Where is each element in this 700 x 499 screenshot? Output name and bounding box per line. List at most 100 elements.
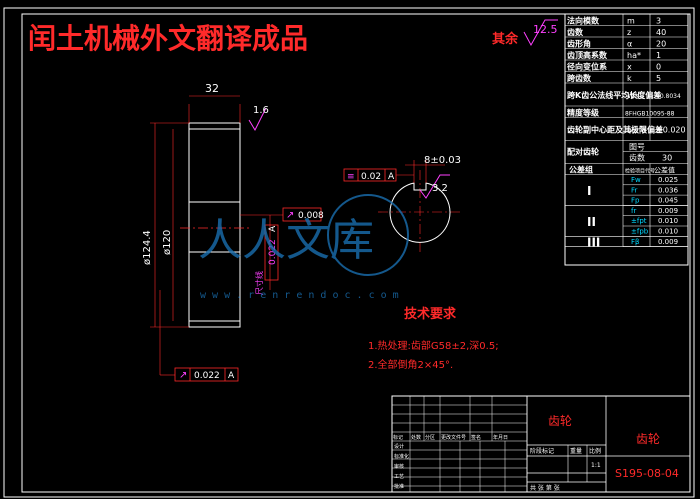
tb-header-cell: 标记 <box>393 434 403 441</box>
param-symbol: x <box>627 62 632 71</box>
tb-row-label: 标准化 <box>394 453 409 460</box>
rest-roughness-symbol: 12.5 <box>523 19 558 47</box>
drawing-number: S195-08-04 <box>615 467 679 480</box>
mating-teeth-value: 30 <box>662 154 672 163</box>
tb-row-label: 批准 <box>394 483 404 490</box>
param-table-border <box>564 13 689 266</box>
dim-width: 32 <box>205 82 219 95</box>
stage-cell-1: 阶段标记 <box>530 447 554 455</box>
side-datum: A <box>268 225 278 232</box>
tol-value: 0.025 <box>658 176 678 184</box>
param-value: 3 <box>656 16 661 25</box>
watermark-text: 人人文库 <box>198 215 374 266</box>
banner-title: 闰土机械外文翻译成品 <box>28 22 308 55</box>
param-name: 径向变位系 <box>567 61 607 71</box>
tb-header-cell: 年月日 <box>493 434 508 441</box>
tb-row-label: 设计 <box>394 443 404 450</box>
tol-symbol: Fw <box>631 176 641 184</box>
svg-text:↗: ↗ <box>179 370 187 381</box>
param-symbol: z <box>627 28 631 37</box>
runout-side: 0.022 <box>268 239 278 265</box>
tol-symbol: ±fpb <box>631 228 649 236</box>
part-name: 齿轮 <box>548 414 572 428</box>
param-value: 40.8034 <box>656 93 681 100</box>
mating-label: 配对齿轮 <box>567 147 599 157</box>
param-value: 40 <box>656 28 666 37</box>
key-depth-label: 尺寸线 <box>254 271 264 295</box>
param-symbol: a±fa <box>627 126 646 135</box>
inner-frame <box>21 13 691 493</box>
runout-bottom: 0.022 <box>194 371 220 381</box>
notes-title: 技术要求 <box>404 306 457 322</box>
tb-row-label: 审核 <box>394 463 404 470</box>
rest-label: 其余 <box>492 31 519 47</box>
tol-symbol: ±fpt <box>631 217 647 225</box>
param-value: ±0.020 <box>656 126 686 135</box>
watermark: 人人文库 w w w . r e n r e n d o c . c o m <box>198 194 409 301</box>
tol-value: 0.010 <box>658 228 678 236</box>
tb-header-cell: 处数 <box>411 434 421 441</box>
param-name: 齿数 <box>567 27 584 37</box>
param-name: 法向模数 <box>567 15 600 25</box>
param-name: 齿轮副中心距及其极限偏差 <box>567 125 663 135</box>
tol-group-roman: II <box>587 215 596 229</box>
param-symbol: k <box>627 74 632 83</box>
dim-dia-inner: ø120 <box>162 230 173 255</box>
tol-group-label: 公差组 <box>569 165 593 175</box>
tol-symbol: Fβ <box>631 238 640 246</box>
param-name: 跨齿数 <box>567 73 592 83</box>
tol-value-label: 公差值 <box>654 166 675 175</box>
tol-group-roman: III <box>587 235 600 249</box>
tol-group-roman: I <box>587 184 591 198</box>
part-name-2: 齿轮 <box>636 432 660 446</box>
tb-row-label: 工艺 <box>394 474 404 480</box>
param-value: 0 <box>656 62 661 71</box>
param-name: 精度等级 <box>567 107 600 117</box>
symmetry-datum: A <box>388 172 395 182</box>
roughness-key: 3.2 <box>432 183 448 194</box>
rest-roughness-value: 12.5 <box>533 23 558 36</box>
tol-value: 0.010 <box>658 217 678 225</box>
key-width: 8±0.03 <box>424 155 461 166</box>
param-symbol: α <box>627 39 632 48</box>
svg-text:≡: ≡ <box>347 172 355 182</box>
svg-text:↗: ↗ <box>286 210 294 221</box>
stage-cell-3: 比例 <box>589 447 601 455</box>
bottom-datum: A <box>228 371 235 381</box>
tb-header-cell: 签名 <box>471 434 481 441</box>
dim-dia-outer: ø124.4 <box>142 230 153 265</box>
stage-cell-2: 重量 <box>570 447 582 455</box>
tol-value: 0.036 <box>658 186 679 194</box>
sheet-label: 共 张 第 张 <box>530 484 560 492</box>
tol-symbol: Fp <box>631 197 640 205</box>
note-line-2: 2.全部倒角2×45°. <box>368 358 453 371</box>
tol-value: 0.009 <box>658 238 678 246</box>
mating-drawing-label: 图号 <box>629 143 645 152</box>
mating-teeth-label: 齿数 <box>629 153 645 163</box>
param-symbol: ha* <box>627 51 641 60</box>
param-name: 齿形角 <box>567 38 591 48</box>
param-name: 齿顶高系数 <box>567 50 608 60</box>
roughness-top: 1.6 <box>253 105 269 116</box>
scale-value: 1:1 <box>591 462 601 469</box>
param-symbol: Wk <box>627 91 640 100</box>
watermark-url: w w w . r e n r e n d o c . c o m <box>200 290 399 301</box>
tol-symbol: fr <box>631 207 636 215</box>
symmetry-tol: 0.02 <box>361 172 381 182</box>
tol-check-label: 检验项目代号 <box>625 168 655 175</box>
param-value: 20 <box>656 39 666 48</box>
gear-side-view: 32 ø124.4 ø120 1.6 ↗ 0.008 0.022 A 尺寸线 ↗… <box>142 82 324 382</box>
note-line-1: 1.热处理:齿部G58±2,深0.5; <box>368 339 499 352</box>
param-value: 5 <box>656 74 661 83</box>
tol-value: 0.009 <box>658 207 678 215</box>
bore-keyway-view: 8±0.03 ≡ 0.02 A 3.2 <box>343 155 462 255</box>
tb-header-cell: 更改文件号 <box>441 434 466 441</box>
param-symbol: m <box>627 16 635 25</box>
tol-symbol: Fr <box>631 186 638 194</box>
runout-top: 0.008 <box>298 211 324 221</box>
outer-frame <box>3 7 695 498</box>
param-value: 1 <box>656 51 661 60</box>
title-block: 齿轮 齿轮 S195-08-04 阶段标记 重量 比例 1:1 共 张 第 张 … <box>391 395 691 493</box>
